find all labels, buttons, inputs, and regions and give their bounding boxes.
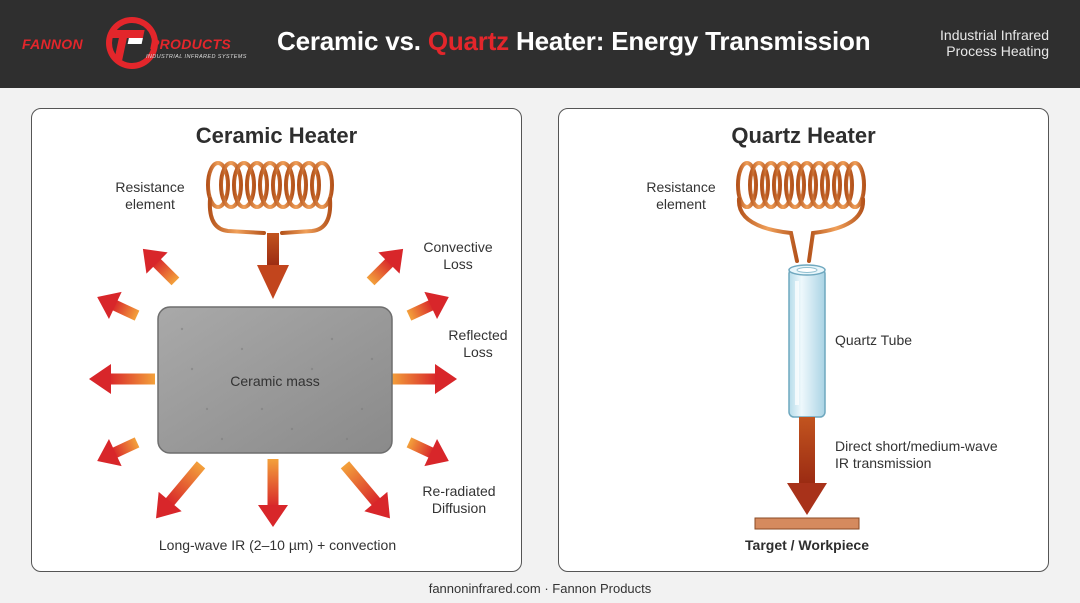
arrow-icon <box>156 461 206 519</box>
quartz-diagram <box>736 161 866 530</box>
input-arrow-icon <box>257 233 289 299</box>
quartz-tube <box>788 264 826 418</box>
resistance-element-label: Resistance element <box>115 179 185 212</box>
ceramic-diagram <box>89 161 457 527</box>
subtitle-line-2: Process Heating <box>946 43 1049 59</box>
logo-text-right: PRODUCTS <box>150 36 231 52</box>
arrow-icon <box>406 437 449 467</box>
arrow-icon <box>142 248 180 286</box>
fannon-logo[interactable]: FANNON PRODUCTS INDUSTRIAL INFRARED SYST… <box>20 14 252 76</box>
convective-loss-label: Convective Loss <box>423 239 493 272</box>
radiating-arrows <box>89 248 457 527</box>
title-accent: Quartz <box>427 26 509 56</box>
reradiated-diffusion-label: Re-radiated Diffusion <box>422 483 496 516</box>
page-title: Ceramic vs. Quartz Heater: Energy Transm… <box>277 26 871 57</box>
ir-transmission-label: Direct short/medium-wave IR transmission <box>835 438 998 471</box>
fp-logo-icon <box>106 17 158 69</box>
logo-tagline: INDUSTRIAL INFRARED SYSTEMS <box>146 54 247 60</box>
header-subtitle: Industrial Infrared Process Heating <box>940 27 1049 59</box>
arrow-icon <box>258 459 288 527</box>
target-workpiece-plate <box>754 517 860 530</box>
arrow-icon <box>366 248 404 286</box>
arrow-icon <box>391 364 457 394</box>
quartz-tube-label: Quartz Tube <box>835 332 913 348</box>
target-workpiece-label: Target / Workpiece <box>745 537 869 553</box>
logo-text-left: FANNON <box>22 36 83 52</box>
header-bar: FANNON PRODUCTS INDUSTRIAL INFRARED SYST… <box>0 0 1080 88</box>
quartz-heater-panel: Quartz Heater <box>558 108 1049 572</box>
ceramic-mass-label: Ceramic mass <box>230 373 320 389</box>
ceramic-panel-title: Ceramic Heater <box>195 123 358 148</box>
quartz-panel-title: Quartz Heater <box>731 123 876 148</box>
arrow-icon <box>340 461 390 519</box>
title-part-1: Ceramic vs. <box>277 26 428 56</box>
arrow-icon <box>97 291 140 321</box>
transmission-arrow-icon <box>787 417 827 515</box>
resistance-element-label: Resistance element <box>646 179 716 212</box>
footer-credit: fannoninfrared.com · Fannon Products <box>428 581 652 596</box>
ceramic-heater-panel: Ceramic Heater <box>31 108 522 572</box>
title-part-2: Heater: Energy Transmission <box>508 26 871 56</box>
long-wave-caption: Long-wave IR (2–10 µm) + convection <box>158 537 397 553</box>
resistance-coil-icon <box>206 161 334 235</box>
resistance-coil-icon <box>736 161 866 263</box>
ceramic-mass-block <box>157 306 393 454</box>
arrow-icon <box>97 437 140 467</box>
subtitle-line-1: Industrial Infrared <box>940 27 1049 43</box>
arrow-icon <box>406 291 449 321</box>
reflected-loss-label: Reflected Loss <box>448 327 508 360</box>
arrow-icon <box>89 364 155 394</box>
